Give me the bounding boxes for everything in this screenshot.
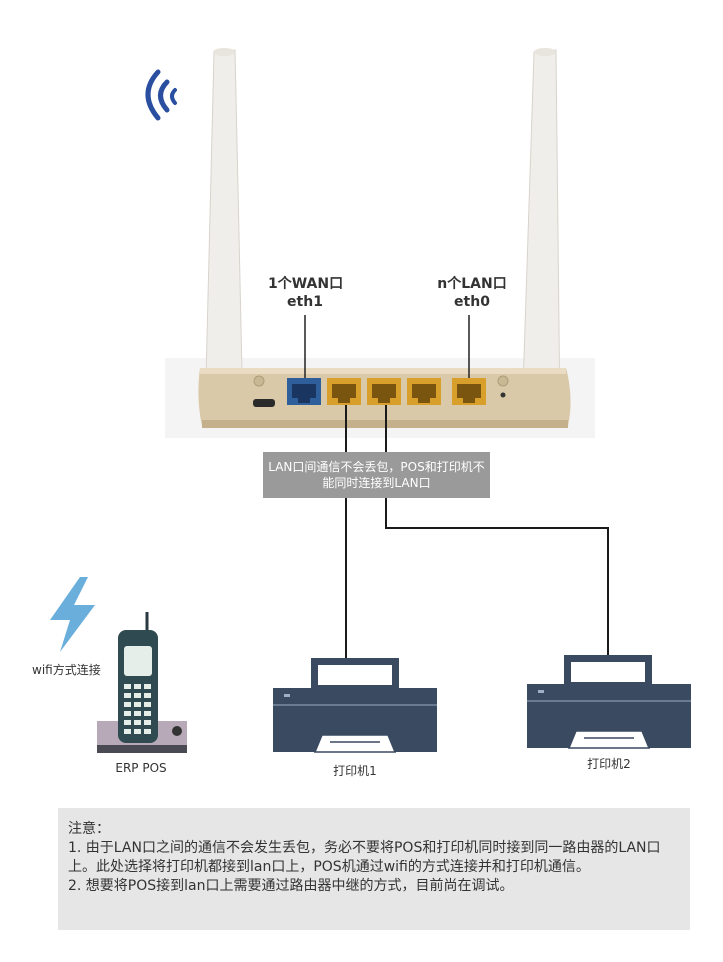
- lan-callout: LAN口间通信不会丢包，POS和打印机不能同时连接到LAN口: [263, 452, 490, 498]
- lan-port-icon: [452, 378, 486, 405]
- lan-port-icon: [407, 378, 441, 405]
- printer2-icon: [527, 655, 691, 749]
- note-line-1: 1. 由于LAN口之间的通信不会发生丢包，务必不要将POS和打印机同时接到同一路…: [68, 840, 661, 875]
- printer1-label: 打印机1: [333, 764, 377, 778]
- pos-label: ERP POS: [115, 761, 167, 775]
- note-title: 注意：: [68, 821, 110, 837]
- wifi-signal-icon: [145, 69, 177, 121]
- lan-port-iface: eth0: [454, 294, 490, 310]
- note-box: 注意： 1. 由于LAN口之间的通信不会发生丢包，务必不要将POS和打印机同时接…: [58, 808, 690, 930]
- router-image: [165, 48, 595, 438]
- lan-port-icon: [327, 378, 361, 405]
- pos-phone-icon: [97, 612, 187, 753]
- cable-printer2: [385, 405, 609, 656]
- lightning-icon: [50, 577, 95, 652]
- printer1-icon: [273, 658, 437, 753]
- wan-port-label: 1个WAN口: [268, 276, 344, 292]
- lan-port-icon: [367, 378, 401, 405]
- wifi-connection-label: wifi方式连接: [32, 663, 101, 677]
- wan-port-label-group: 1个WAN口 eth1: [268, 275, 344, 311]
- lan-port-label-group: n个LAN口 eth0: [432, 275, 512, 311]
- wan-port-icon: [287, 378, 321, 405]
- printer2-label: 打印机2: [587, 757, 631, 771]
- note-line-2: 2. 想要将POS接到lan口上需要通过路由器中继的方式，目前尚在调试。: [68, 878, 514, 894]
- lan-port-label: n个LAN口: [437, 276, 507, 292]
- wan-port-iface: eth1: [287, 294, 323, 310]
